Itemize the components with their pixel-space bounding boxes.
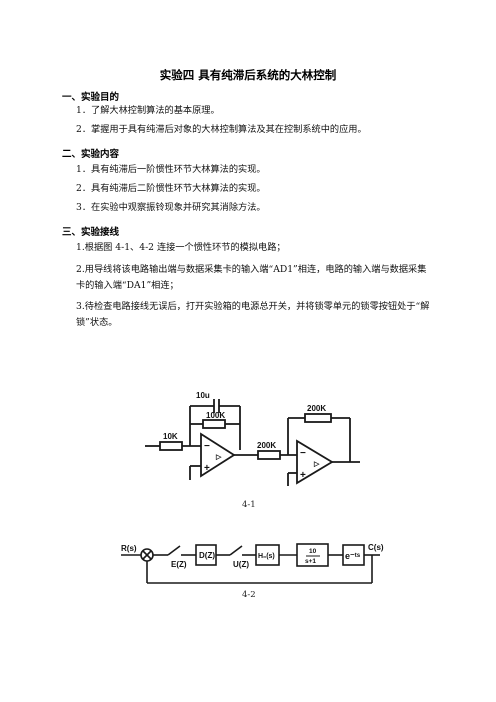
section-heading-purpose: 一、实验目的 xyxy=(62,92,120,103)
figure-caption-4-2: 4-2 xyxy=(242,590,256,600)
wiring-item-1: 1.根据图 4-1、4-2 连接一个惯性环节的模拟电路； xyxy=(76,242,286,253)
label-uz: U(Z) xyxy=(233,560,249,569)
section-heading-content: 二、实验内容 xyxy=(62,149,120,160)
wiring-item-3-line1: 3.待检查电路接线无误后，打开实验箱的电源总开关，并将锁零单元的锁零按钮处于“解 xyxy=(76,301,430,312)
opamp1-minus: − xyxy=(204,441,210,452)
opamp2-minus: − xyxy=(300,448,306,459)
sampler-switch-1 xyxy=(167,545,181,556)
content-item-2: 2．具有纯滞后二阶惯性环节大林算法的实现。 xyxy=(76,183,266,194)
opamp-1 xyxy=(200,432,236,478)
label-dz: D(Z) xyxy=(199,551,215,560)
purpose-item-1: 1．了解大林控制算法的基本原理。 xyxy=(76,105,220,116)
label-200k-fb: 200K xyxy=(307,404,326,413)
wiring-item-3-line2: 锁”状态。 xyxy=(76,317,118,328)
content-item-1: 1．具有纯滞后一阶惯性环节大林算法的实现。 xyxy=(76,164,266,175)
label-10k: 10K xyxy=(163,432,178,441)
wiring-item-2-line1: 2.用导线将该电路输出端与数据采集卡的输入端“AD1”相连，电路的输入端与数据采… xyxy=(76,264,427,275)
label-10u: 10u xyxy=(196,391,210,400)
purpose-item-2: 2．掌握用于具有纯滞后对象的大林控制算法及其在控制系统中的应用。 xyxy=(76,124,367,135)
label-h0: H₀(s) xyxy=(258,553,275,560)
opamp-2 xyxy=(296,439,334,485)
figure-caption-4-1: 4-1 xyxy=(242,500,256,510)
wiring-item-2-line2: 卡的输入端“DA1”相连； xyxy=(76,280,179,291)
label-100k: 100K xyxy=(206,411,225,420)
label-plant-den: s+1 xyxy=(305,558,316,565)
label-delay: e⁻ᵗˢ xyxy=(345,551,361,561)
sampler-switch-2 xyxy=(229,545,243,556)
label-200k-mid: 200K xyxy=(257,441,276,450)
label-ez: E(Z) xyxy=(171,560,187,569)
label-rs: R(s) xyxy=(121,544,137,553)
opamp1-symbol: ▷ xyxy=(215,454,222,461)
section-heading-wiring: 三、实验接线 xyxy=(62,227,120,238)
label-plant-num: 10 xyxy=(309,548,317,555)
opamp2-symbol: ▷ xyxy=(313,461,320,468)
label-cs: C(s) xyxy=(368,543,384,552)
content-item-3: 3．在实验中观察振铃现象并研究其消除方法。 xyxy=(76,202,266,213)
opamp1-plus: + xyxy=(204,463,210,474)
opamp2-plus: + xyxy=(300,470,306,481)
page-title: 实验四 具有纯滞后系统的大林控制 xyxy=(159,68,337,82)
